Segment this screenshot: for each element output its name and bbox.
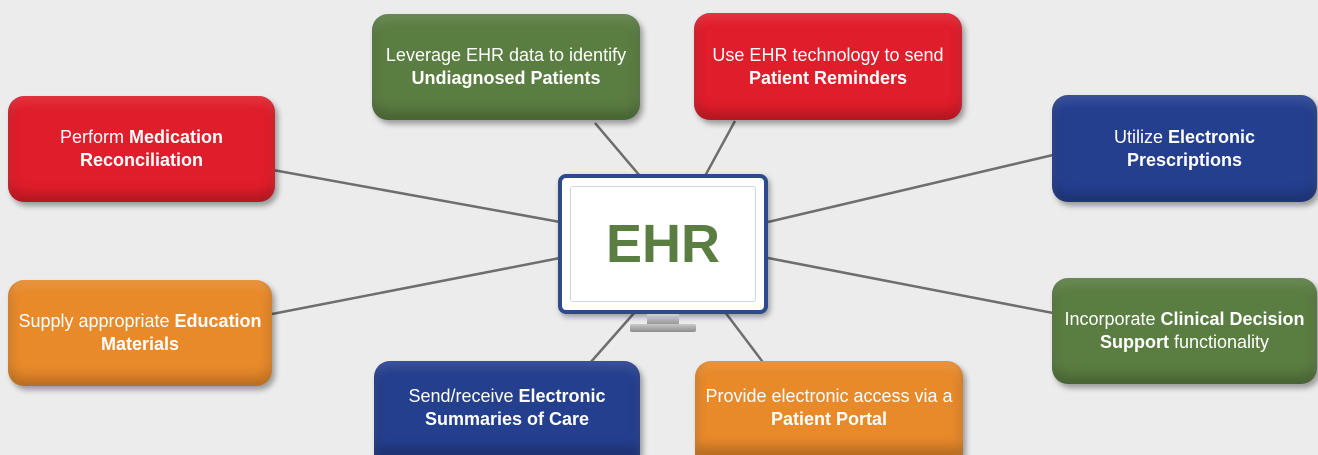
node-reminders: Use EHR technology to send Patient Remin… (694, 13, 962, 120)
node-summaries-text: Send/receive Electronic Summaries of Car… (408, 386, 606, 429)
ehr-monitor: EHR (558, 174, 768, 314)
node-decision-support-text: Incorporate Clinical Decision Support fu… (1064, 309, 1305, 352)
connector-decision-support (767, 256, 1054, 315)
monitor-stand-base (630, 324, 696, 332)
node-education: Supply appropriate Education Materials (8, 280, 272, 386)
connector-summaries (589, 311, 636, 364)
node-medication-text: Perform Medication Reconciliation (59, 127, 224, 170)
connector-medication (272, 168, 561, 224)
node-undiagnosed-text: Leverage EHR data to identify Undiagnose… (385, 45, 627, 88)
connector-education (271, 256, 561, 316)
node-decision-support: Incorporate Clinical Decision Support fu… (1052, 278, 1317, 384)
connector-undiagnosed (594, 122, 641, 177)
node-reminders-text: Use EHR technology to send Patient Remin… (712, 44, 944, 88)
ehr-label: EHR (605, 214, 720, 274)
node-medication: Perform Medication Reconciliation (8, 96, 275, 202)
monitor-screen (570, 186, 756, 302)
connector-reminders (703, 120, 737, 177)
node-undiagnosed: Leverage EHR data to identify Undiagnose… (372, 14, 640, 120)
node-portal-text: Provide electronic access via a Patient … (705, 386, 953, 429)
connector-prescriptions (767, 153, 1054, 224)
monitor-stand-neck (647, 314, 679, 324)
node-education-text: Supply appropriate Education Materials (18, 311, 262, 354)
node-prescriptions-text: Utilize Electronic Prescriptions (1113, 126, 1256, 170)
node-summaries: Send/receive Electronic Summaries of Car… (374, 361, 640, 455)
connector-portal (724, 311, 766, 366)
node-portal: Provide electronic access via a Patient … (695, 361, 963, 455)
node-prescriptions: Utilize Electronic Prescriptions (1052, 95, 1317, 202)
